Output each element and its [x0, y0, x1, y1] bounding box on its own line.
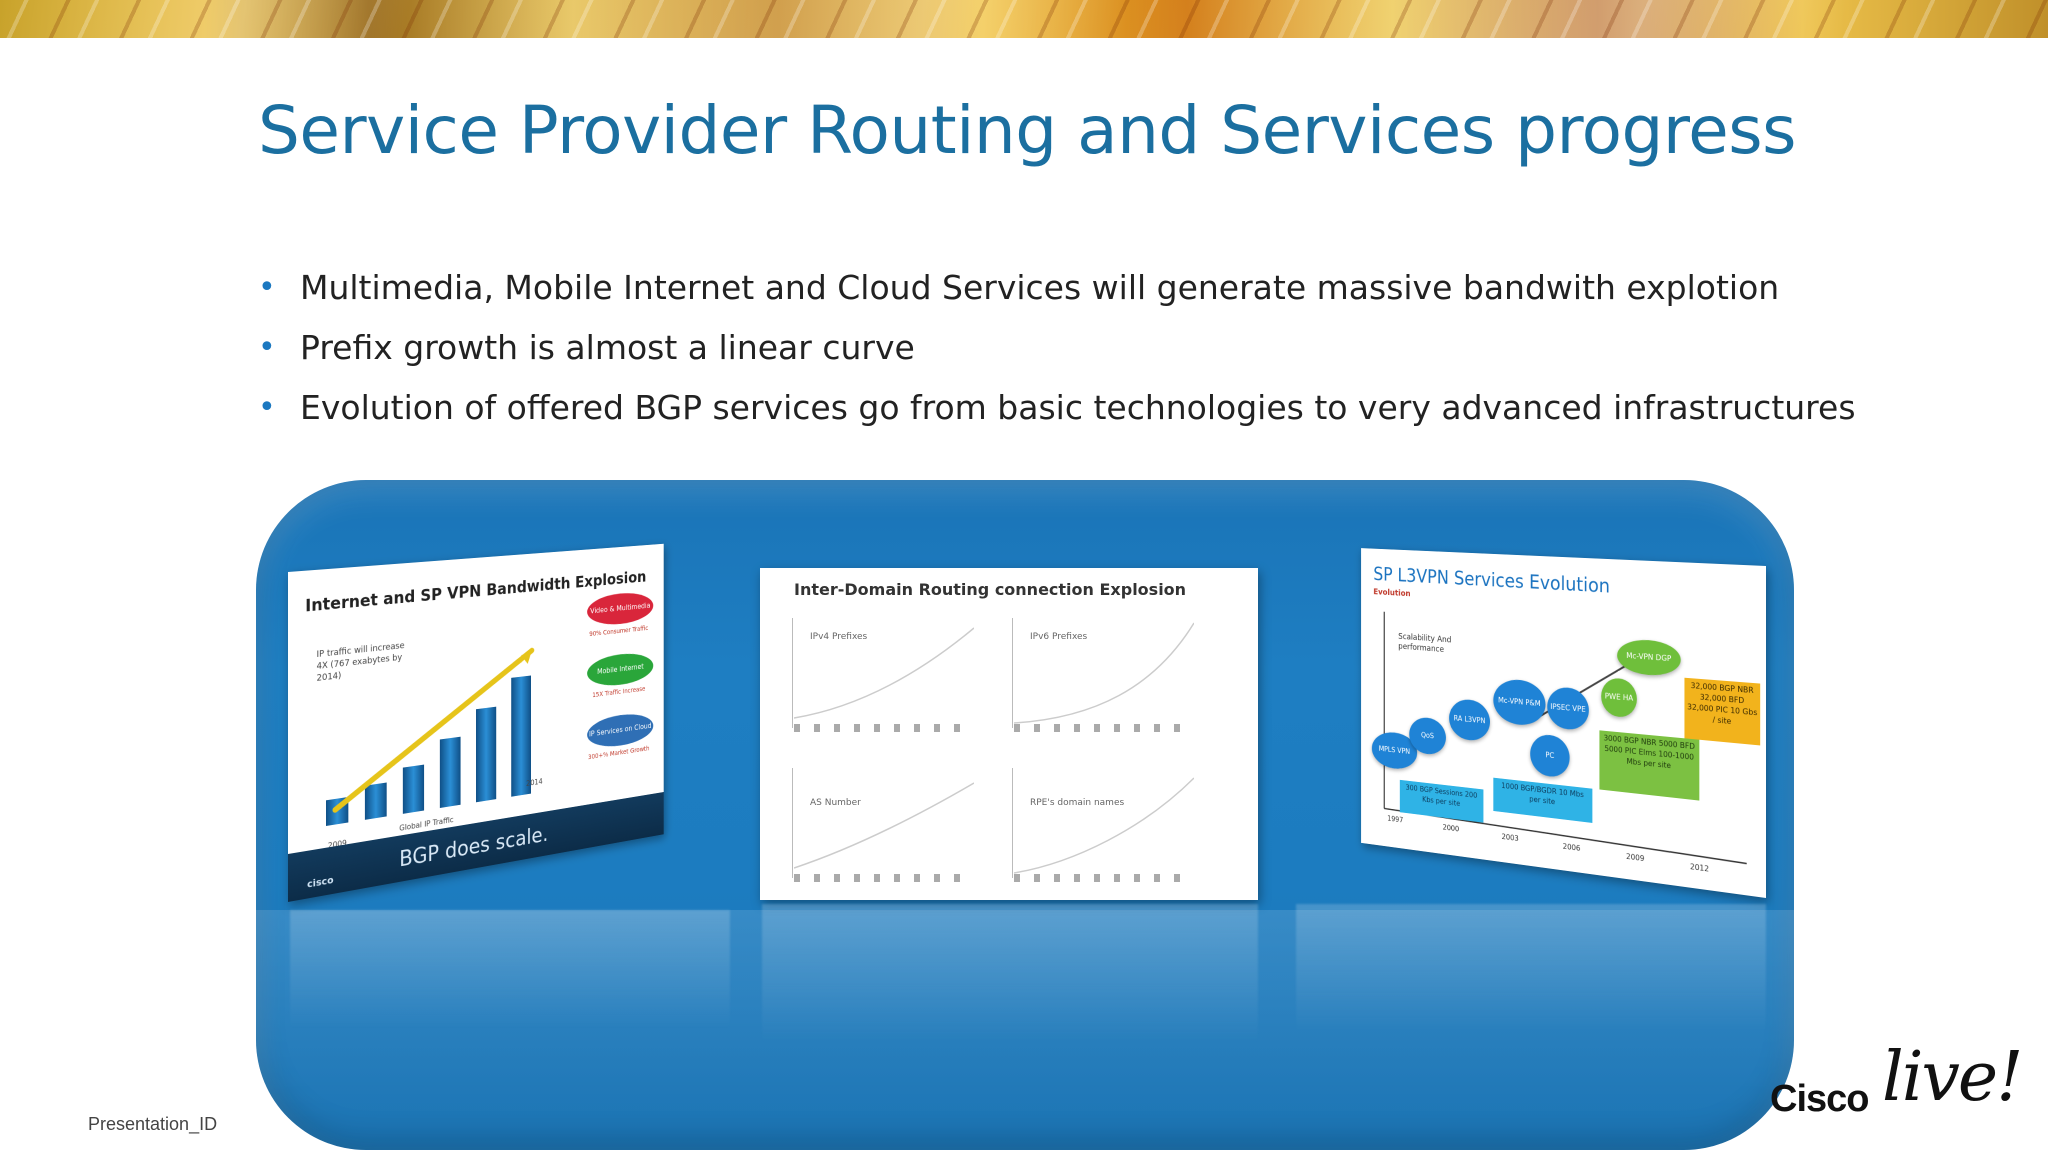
bullet-text: Prefix growth is almost a linear curve: [300, 328, 915, 367]
l3vpn-card-reflection: [1296, 904, 1766, 1034]
chart-axis: [1012, 618, 1013, 728]
slide-title: Service Provider Routing and Services pr…: [258, 92, 1797, 169]
logo-event: live!: [1882, 1038, 2023, 1117]
logo-brand: Cisco: [1770, 1078, 1869, 1120]
bandwidth-card: Internet and SP VPN Bandwidth Explosion …: [288, 543, 664, 902]
bandwidth-card-reflection: [290, 910, 730, 1030]
bandwidth-tagline: BGP does scale.: [399, 822, 549, 873]
growth-curve-icon: [1014, 622, 1194, 724]
cloud-blob-caption: 300+% Market Growth: [588, 744, 650, 762]
bullet-item: • Multimedia, Mobile Internet and Cloud …: [256, 262, 1856, 322]
box-32000-bgp: 32,000 BGP NBR 32,000 BFD 32,000 PIC 10 …: [1684, 677, 1761, 746]
cloud-blob: IP Services on Cloud: [587, 710, 654, 751]
routing-card: Inter-Domain Routing connection Explosio…: [760, 568, 1258, 900]
chart-axis: [1012, 768, 1013, 878]
video-blob: Video & Multimedia: [587, 590, 654, 628]
chart-label: IPv6 Prefixes: [1030, 632, 1088, 642]
chart-ticks: [1014, 724, 1194, 732]
bullet-dot-icon: •: [258, 390, 276, 425]
bullet-dot-icon: •: [258, 270, 276, 305]
ipv6-prefix-chart: IPv6 Prefixes: [990, 608, 1200, 738]
growth-curve-icon: [794, 782, 974, 869]
routing-card-reflection: [762, 904, 1258, 1044]
presentation-id: Presentation_ID: [88, 1114, 218, 1134]
as-number-chart: AS Number: [770, 758, 980, 888]
chart-ticks: [1014, 874, 1194, 882]
chart-ticks: [794, 724, 974, 732]
domain-names-chart: RPE's domain names: [990, 758, 1200, 888]
bullet-item: • Evolution of offered BGP services go f…: [256, 382, 1856, 442]
bullet-dot-icon: •: [258, 330, 276, 365]
chart-label: IPv4 Prefixes: [810, 632, 868, 642]
bullet-list: • Multimedia, Mobile Internet and Cloud …: [256, 262, 1856, 442]
image-panel: Internet and SP VPN Bandwidth Explosion …: [256, 480, 1794, 1150]
bullet-text: Multimedia, Mobile Internet and Cloud Se…: [300, 268, 1780, 307]
chart-label: AS Number: [810, 798, 861, 808]
chart-label: RPE's domain names: [1030, 798, 1125, 808]
panel-reflection-floor: [256, 910, 1794, 1150]
growth-curve-icon: [1014, 777, 1194, 874]
bullet-text: Evolution of offered BGP services go fro…: [300, 388, 1856, 427]
bullet-item: • Prefix growth is almost a linear curve: [256, 322, 1856, 382]
chart-axis: [792, 618, 793, 728]
cisco-small-logo: cisco: [307, 875, 334, 891]
header-banner: [0, 0, 2048, 38]
chart-ticks: [794, 874, 974, 882]
routing-card-title: Inter-Domain Routing connection Explosio…: [794, 580, 1187, 599]
mobile-blob: Mobile Internet: [587, 650, 654, 689]
cisco-live-logo: Cisco live!: [1770, 1038, 2040, 1124]
box-3000-bgp: 3000 BGP NBR 5000 BFD 5000 PIC Elms 100-…: [1599, 730, 1700, 801]
video-blob-caption: 90% Consumer Traffic: [589, 624, 649, 638]
mobile-blob-caption: 15X Traffic Increase: [592, 685, 646, 700]
chart-axis: [792, 768, 793, 878]
ipv4-prefix-chart: IPv4 Prefixes: [770, 608, 980, 738]
growth-curve-icon: [794, 627, 974, 719]
l3vpn-card: SP L3VPN Services Evolution Evolution Sc…: [1361, 548, 1766, 898]
